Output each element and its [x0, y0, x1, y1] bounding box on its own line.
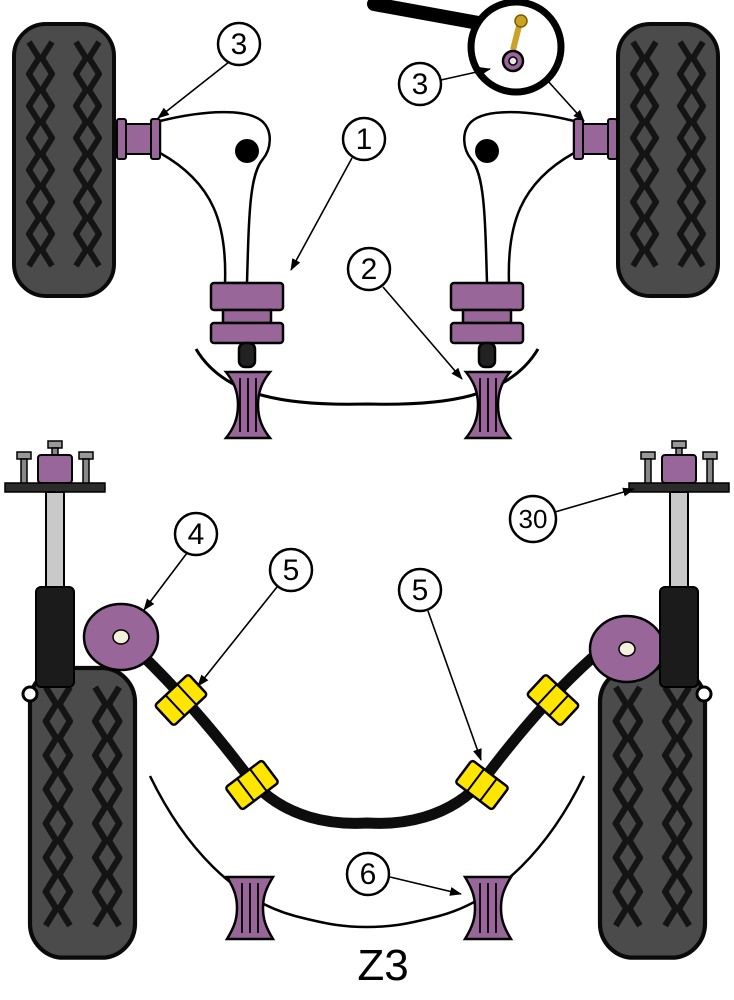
rear-left-tire: [30, 668, 135, 958]
front-inner-bushing-right: [573, 118, 618, 160]
rear-right-tire: [600, 668, 705, 958]
rear-arb-clamp-4: [526, 674, 580, 726]
pin-shaft: [510, 25, 522, 51]
rear-mount-disc-right: [588, 614, 666, 684]
rear-spool-bushing-left: [224, 875, 276, 941]
rear-lower-link: [148, 775, 586, 929]
front-lower-bushing-right: [449, 281, 525, 369]
rear-mount-disc-left: [82, 602, 160, 672]
front-left-tire: [14, 24, 114, 296]
front-lower-bushing-left: [209, 281, 285, 369]
front-arb-bushing-left: [223, 370, 273, 440]
callout-2: 2: [346, 246, 463, 380]
svg-text:30: 30: [519, 504, 548, 534]
pin-head: [514, 14, 528, 28]
magnifier-icon: [367, 0, 565, 96]
callout-1: 1: [290, 116, 387, 271]
callout-6: 6: [345, 851, 462, 897]
callout-30: 30: [508, 487, 635, 544]
front-right-arm-hole: [475, 139, 499, 163]
svg-text:5: 5: [283, 554, 300, 587]
callout-5-left: 5: [197, 547, 314, 687]
front-arb-bushing-right: [463, 370, 513, 440]
rear-suspension-section: 30 4 5 5 6: [3, 439, 731, 958]
callout-4: 4: [143, 511, 219, 611]
front-inner-bushing-left: [116, 118, 161, 160]
rear-arb-clamp-3: [455, 759, 509, 811]
callout-3-left: 3: [157, 21, 262, 119]
front-right-control-arm: [463, 110, 576, 285]
svg-text:3: 3: [412, 68, 429, 101]
svg-text:6: 6: [360, 858, 377, 891]
svg-text:4: 4: [188, 518, 205, 551]
front-suspension-section: 3 3 1 2: [14, 0, 718, 440]
front-right-tire: [618, 24, 718, 296]
svg-text:3: 3: [231, 28, 248, 61]
rear-left-strut: [3, 439, 107, 703]
callout-5-right: 5: [397, 567, 482, 761]
svg-text:1: 1: [356, 123, 373, 156]
callout-3-right: 3: [397, 61, 491, 107]
rear-spool-bushing-right: [462, 875, 514, 941]
svg-text:5: 5: [412, 574, 429, 607]
svg-text:2: 2: [361, 253, 378, 286]
diagram-title: Z3: [357, 941, 408, 990]
rear-antiroll-bar: [136, 649, 598, 829]
rear-arb-clamp-2: [225, 759, 279, 811]
magnifier-pointer-arrow: [546, 79, 585, 122]
front-left-arm-hole: [235, 139, 259, 163]
front-left-control-arm: [158, 110, 271, 285]
